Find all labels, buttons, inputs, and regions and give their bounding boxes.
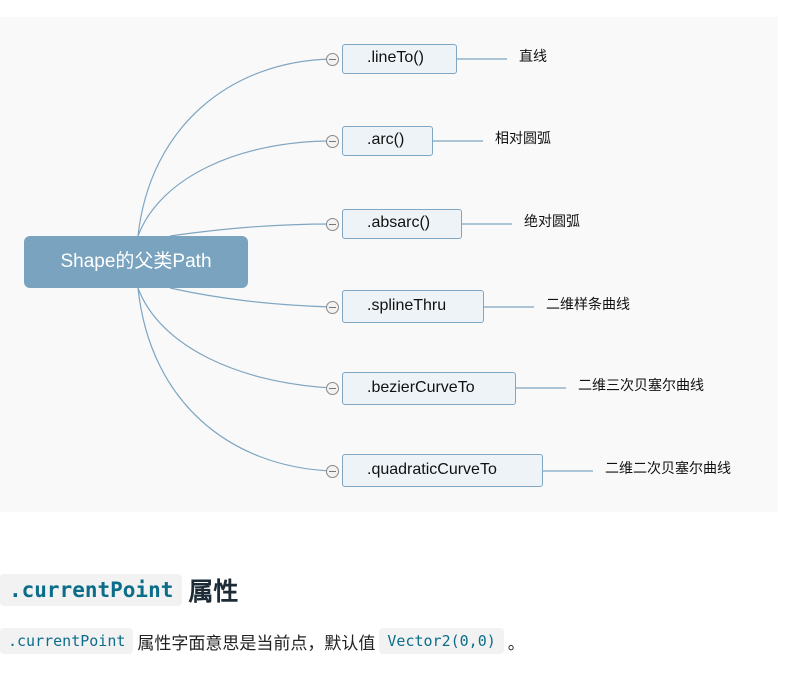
paragraph-end: 。	[507, 633, 525, 654]
root-node[interactable]: Shape的父类Path	[24, 236, 248, 288]
connector-2	[137, 140, 333, 237]
leaf-node-absarc[interactable]: 绝对圆弧	[524, 213, 580, 229]
connector-4	[169, 287, 333, 308]
branch-node-absarc[interactable]: .absarc()	[342, 209, 462, 239]
heading-code: .currentPoint	[0, 574, 183, 606]
branch-node-beziercurveto[interactable]: .bezierCurveTo	[342, 372, 516, 405]
branch-node-lineto[interactable]: .lineTo()	[342, 44, 457, 74]
branch-node-arc[interactable]: .arc()	[342, 126, 433, 156]
leaf-node-beziercurveto[interactable]: 二维三次贝塞尔曲线	[578, 377, 704, 393]
heading-text: 属性	[188, 577, 239, 606]
inline-code-currentpoint: .currentPoint	[0, 628, 134, 654]
connector-1	[137, 58, 333, 237]
branch-node-quadraticcurveto[interactable]: .quadraticCurveTo	[342, 454, 543, 487]
leaf-node-splinethru[interactable]: 二维样条曲线	[546, 296, 630, 312]
connector-6	[137, 287, 333, 472]
collapse-icon[interactable]	[326, 135, 339, 148]
description-paragraph: .currentPoint 属性字面意思是当前点，默认值 Vector2(0,0…	[0, 628, 525, 654]
collapse-icon[interactable]	[326, 382, 339, 395]
collapse-icon[interactable]	[326, 465, 339, 478]
collapse-icon[interactable]	[326, 301, 339, 314]
leaf-node-lineto[interactable]: 直线	[519, 48, 547, 64]
mindmap-diagram: Shape的父类Path .lineTo() 直线 .arc() 相对圆弧 .a…	[0, 17, 778, 512]
inline-code-default-value: Vector2(0,0)	[379, 628, 504, 654]
collapse-icon[interactable]	[326, 53, 339, 66]
connector-5	[137, 287, 333, 389]
leaf-node-quadraticcurveto[interactable]: 二维二次贝塞尔曲线	[605, 460, 731, 476]
branch-node-splinethru[interactable]: .splineThru	[342, 290, 484, 323]
collapse-icon[interactable]	[326, 218, 339, 231]
section-heading: .currentPoint 属性	[0, 570, 238, 610]
connector-3	[169, 223, 333, 237]
leaf-node-arc[interactable]: 相对圆弧	[495, 130, 551, 146]
connector-lines	[137, 58, 593, 472]
paragraph-text: 属性字面意思是当前点，默认值	[137, 633, 376, 654]
